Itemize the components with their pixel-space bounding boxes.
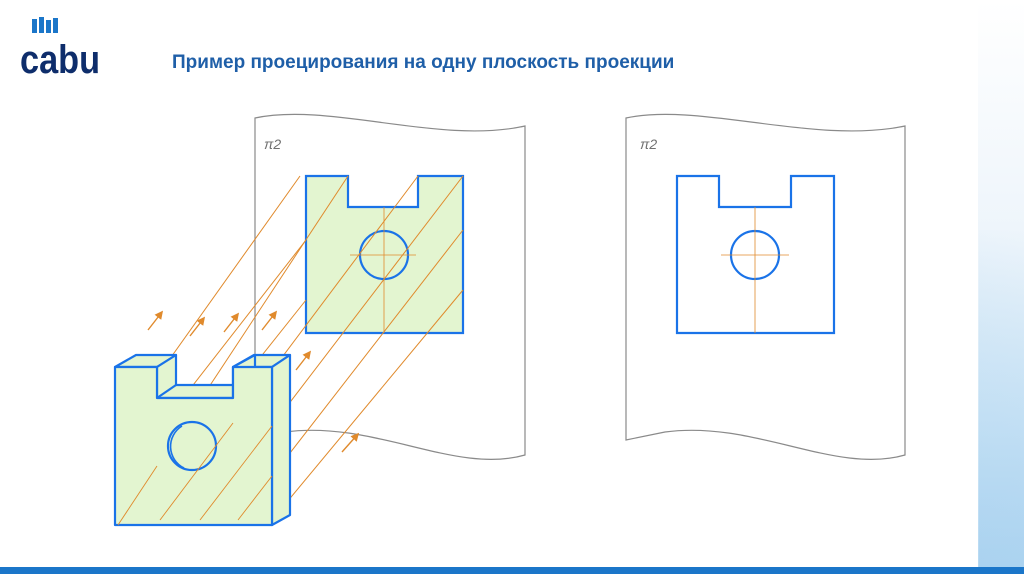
plane-label-left: π2 — [264, 136, 281, 152]
background-gradient-accent — [979, 230, 1024, 574]
bottom-accent-bar — [0, 567, 1024, 574]
page-title: Пример проецирования на одну плоскость п… — [172, 52, 675, 73]
3d-object — [113, 353, 292, 527]
plane-label-right: π2 — [640, 136, 657, 152]
arrow-icon — [147, 310, 360, 453]
cabu-logo-icon: cabu — [20, 17, 100, 82]
projected-shape-right — [675, 174, 836, 335]
logo-text: cabu — [20, 38, 100, 82]
projection-rays-front — [117, 422, 273, 526]
